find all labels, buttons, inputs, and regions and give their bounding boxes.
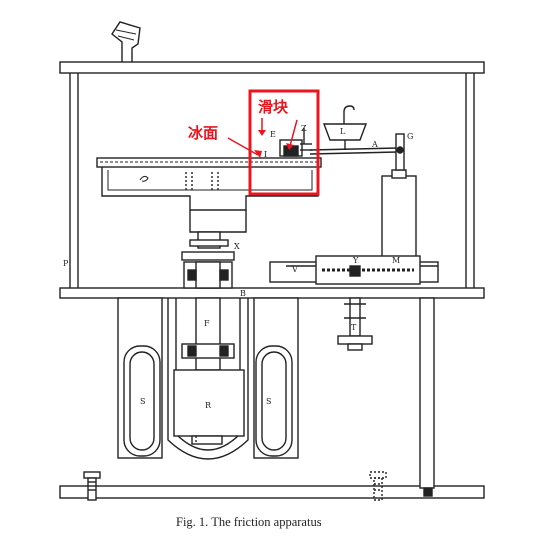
- exhaust-pipe: [111, 21, 141, 62]
- label-t: T: [351, 323, 357, 332]
- bottom-base: [59, 471, 485, 501]
- outer-frame: [59, 61, 485, 290]
- arm-a: [309, 133, 405, 171]
- slider-block: [279, 128, 312, 157]
- label-e: E: [270, 130, 276, 139]
- label-s-left: S: [140, 397, 145, 406]
- carriage-vym: [269, 255, 439, 285]
- right-post: [419, 297, 435, 497]
- label-l: L: [340, 127, 346, 136]
- vertical-column: [381, 169, 417, 259]
- label-y: Y: [352, 256, 359, 265]
- label-m: M: [392, 256, 400, 265]
- support-cylinder-left: [117, 297, 163, 459]
- label-f: F: [204, 319, 210, 328]
- label-p: P: [63, 259, 69, 268]
- label-a: A: [371, 140, 378, 149]
- label-v: V: [291, 265, 298, 274]
- label-x: X: [234, 242, 240, 251]
- label-i: I: [264, 150, 267, 159]
- adjusting-screw-t: [337, 297, 373, 351]
- weight-pan-l: [322, 105, 368, 150]
- ice-surface-annotation: 冰面: [188, 124, 218, 142]
- slider-annotation: 滑块: [258, 98, 289, 116]
- label-r: R: [205, 401, 212, 410]
- label-s-right: S: [266, 397, 271, 406]
- figure-caption: Fig. 1. The friction apparatus: [176, 515, 322, 529]
- base-plate-b: [59, 287, 485, 299]
- label-z: Z: [301, 124, 307, 133]
- label-g: G: [407, 132, 413, 141]
- label-b: B: [240, 289, 246, 298]
- support-cylinder-right: [253, 297, 299, 459]
- slider-highlight-box: [227, 89, 320, 196]
- spindle-x: [181, 231, 235, 289]
- motor-r: [173, 369, 245, 445]
